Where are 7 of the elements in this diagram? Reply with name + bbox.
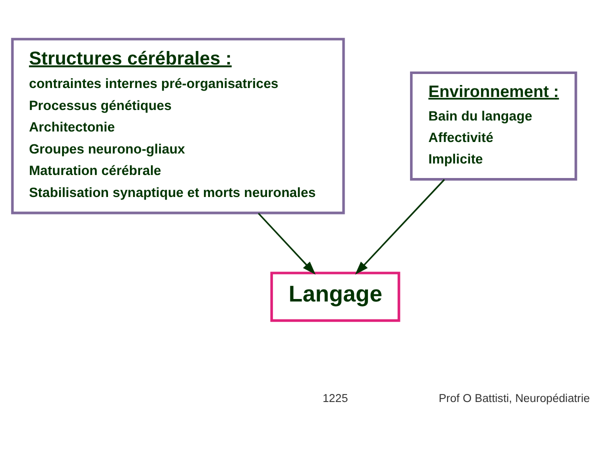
label: Prof O Battisti, Neuropédiatrie (438, 392, 590, 405)
node-box: Environnement : Bain du langage Affectivité Implicite (410, 70, 578, 180)
arrow (258, 212, 316, 274)
node-box: Langage (270, 271, 400, 322)
arrow (355, 178, 445, 274)
label: 1225 (322, 392, 348, 405)
node-box: Structures cérébrales : contraintes internes pré-organisatrices Processus génétiques Architectonie Groupes neurono-gliaux Maturation cérébrale Stabilisation synaptique et morts neuronales (11, 37, 345, 214)
